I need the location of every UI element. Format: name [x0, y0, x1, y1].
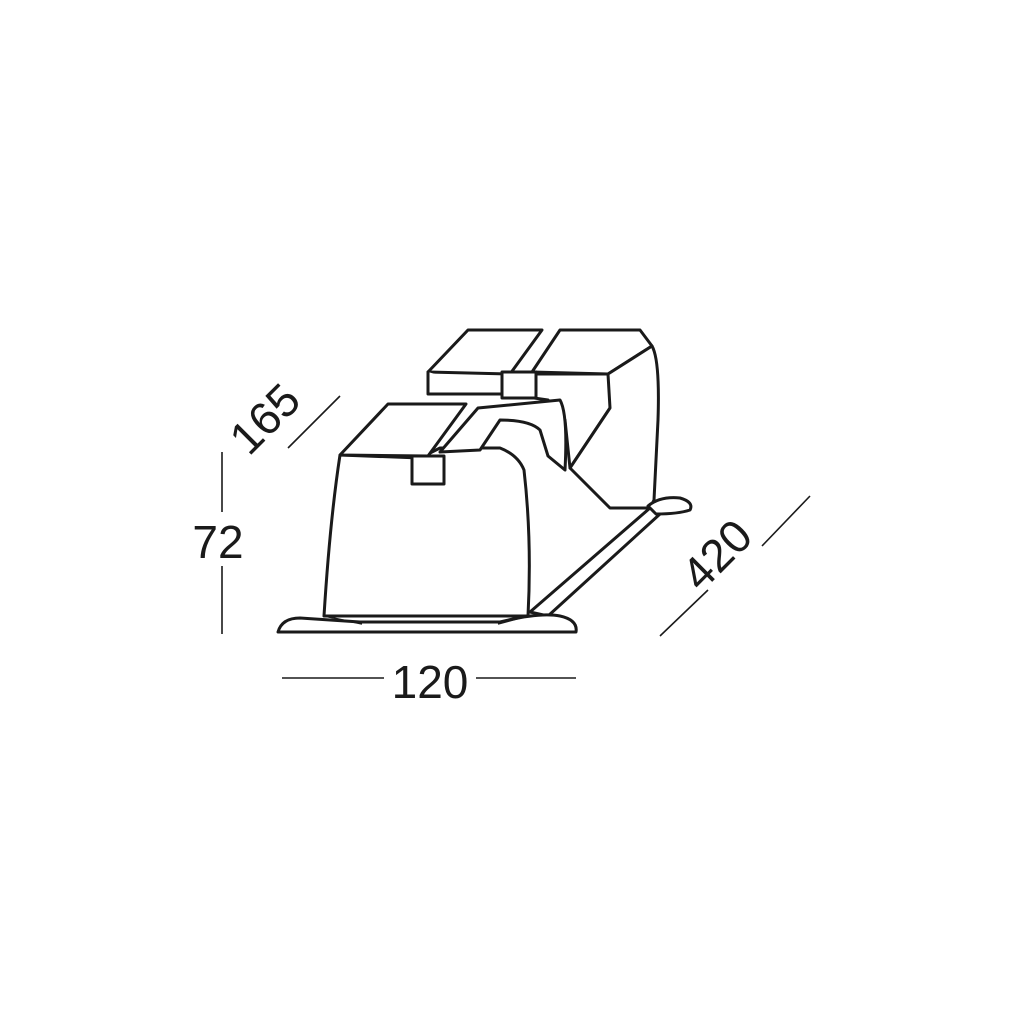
front-housing: [276, 398, 578, 634]
dim-420-line-top: [761, 495, 811, 547]
dim-420-label: 420: [671, 509, 762, 600]
front-housing-body: [322, 446, 531, 618]
front-base-foot: [276, 613, 578, 634]
rear-clip-tab: [500, 370, 538, 400]
base-foot-joint: [323, 615, 363, 625]
dim-165-label: 165: [219, 373, 310, 464]
mounting-rail: [528, 496, 693, 618]
dim-120-label: 120: [392, 656, 469, 708]
front-clip-right-top: [438, 398, 568, 472]
front-clip-tab: [410, 454, 446, 486]
dim-72-label: 72: [192, 516, 243, 568]
base-foot-joint-right: [497, 615, 529, 625]
front-clip-left-top: [338, 402, 468, 458]
dimension-420: 420: [659, 495, 811, 637]
rear-side-channel: [568, 344, 660, 510]
dimension-120: 120: [282, 656, 576, 708]
dim-165-line: [287, 395, 341, 449]
rail-foot-rear: [646, 496, 693, 516]
dimension-165: 165: [219, 373, 341, 464]
dim-420-line-bottom: [659, 589, 709, 637]
dimension-72: 72: [192, 452, 244, 634]
rear-housing: [426, 328, 660, 510]
rail-bar: [528, 506, 662, 618]
rear-clip-left-top: [426, 328, 544, 376]
